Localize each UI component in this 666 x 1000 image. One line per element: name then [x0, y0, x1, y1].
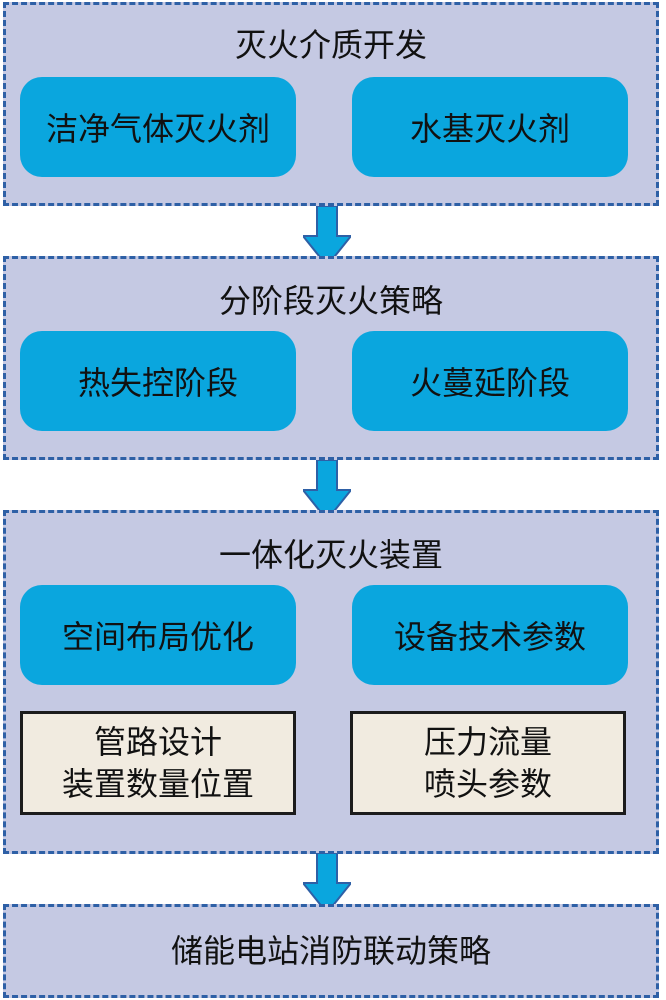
- subbox-piping-design: 管路设计 装置数量位置: [20, 711, 296, 815]
- panel-staged-strategy: 分阶段灭火策略 热失控阶段 火蔓延阶段: [3, 256, 659, 460]
- subbox-pressure-flow: 压力流量 喷头参数: [350, 711, 626, 815]
- box-thermal-runaway-stage: 热失控阶段: [20, 331, 296, 431]
- box-fire-spread-stage: 火蔓延阶段: [352, 331, 628, 431]
- box-clean-gas-agent: 洁净气体灭火剂: [20, 77, 296, 177]
- box-water-based-agent: 水基灭火剂: [352, 77, 628, 177]
- panel-title: 储能电站消防联动策略: [170, 932, 491, 970]
- subbox-line: 喷头参数: [423, 765, 552, 803]
- subbox-line: 管路设计: [93, 723, 222, 761]
- down-arrow-icon: [303, 460, 351, 520]
- panel-title: 一体化灭火装置: [218, 536, 443, 574]
- panel-title: 分阶段灭火策略: [218, 282, 443, 320]
- panel-title: 灭火介质开发: [234, 26, 427, 64]
- subbox-line: 装置数量位置: [61, 765, 254, 803]
- down-arrow-icon: [303, 853, 351, 913]
- down-arrow-icon: [303, 206, 351, 266]
- panel-linkage-strategy: 储能电站消防联动策略: [3, 904, 659, 998]
- panel-integrated-device: 一体化灭火装置 空间布局优化 设备技术参数 管路设计 装置数量位置 压力流量 喷…: [3, 510, 659, 854]
- box-spatial-layout: 空间布局优化: [20, 585, 296, 685]
- box-equipment-parameters: 设备技术参数: [352, 585, 628, 685]
- subbox-line: 压力流量: [423, 723, 552, 761]
- panel-extinguishing-agent: 灭火介质开发 洁净气体灭火剂 水基灭火剂: [3, 2, 659, 206]
